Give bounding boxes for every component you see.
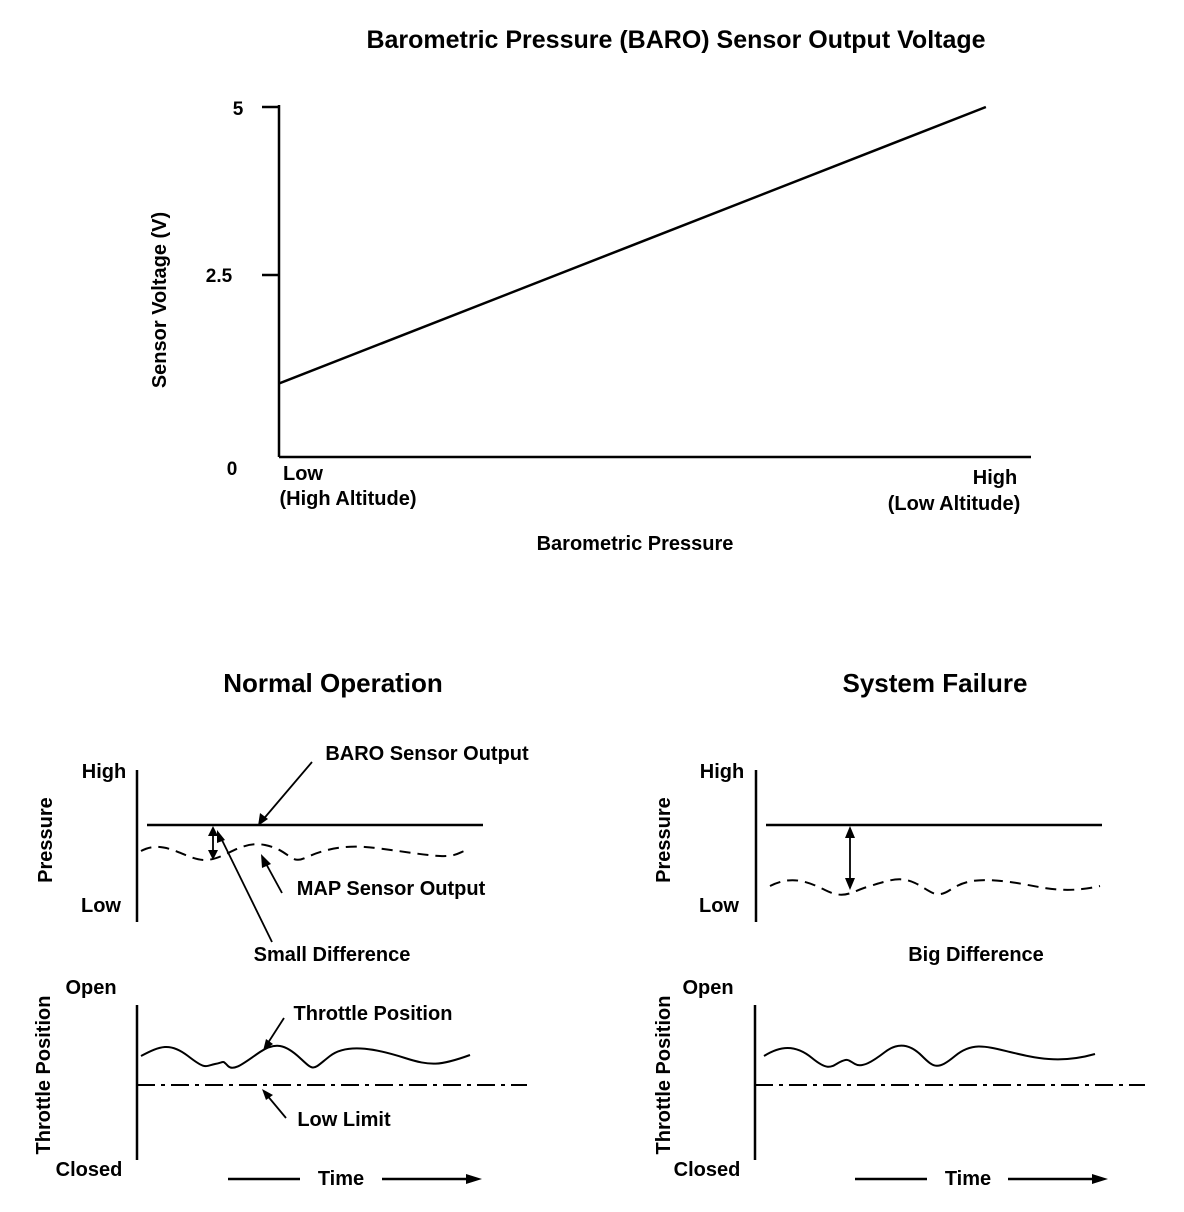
y-tick-label-0: 0 [227,459,238,480]
failure-title: System Failure [843,668,1028,698]
failure-throttle-line [763,1044,1096,1068]
normal-baro-pointer [260,761,313,823]
failure-throttle-open: Open [682,977,733,999]
y-tick-label-5: 5 [233,99,244,120]
normal-pressure-high: High [82,761,126,783]
x-axis-label: Barometric Pressure [537,533,734,555]
failure-throttle-closed: Closed [674,1159,741,1181]
y-axis-label: Sensor Voltage (V) [149,212,171,388]
failure-map-line [769,878,1101,896]
normal-map-pointer-head [261,854,271,868]
chart-title: Barometric Pressure (BARO) Sensor Output… [366,26,985,54]
normal-baro-label: BARO Sensor Output [325,743,529,765]
x-tick-label-low-line2: (High Altitude) [279,488,416,510]
normal-map-line [140,843,471,862]
failure-throttle-axis-label: Throttle Position [653,996,675,1155]
normal-pressure-axis-label: Pressure [35,797,57,883]
normal-time-label: Time [318,1168,364,1190]
normal-title: Normal Operation [223,668,443,698]
failure-difference-arrowhead-top [845,826,855,838]
normal-throttle-closed: Closed [56,1159,123,1181]
normal-throttle-pointer-head [263,1039,273,1051]
normal-throttle-line [140,1044,471,1069]
series-line [278,105,987,385]
normal-time-arrowhead [466,1174,482,1184]
y-tick-label-2.5: 2.5 [206,266,233,287]
normal-throttle-open: Open [65,977,116,999]
normal-low-limit-pointer-head [262,1089,273,1100]
failure-pressure-low: Low [699,895,739,917]
normal-low-limit-pointer [265,1093,287,1119]
normal-pressure-low: Low [81,895,121,917]
x-tick-label-high-line2: (Low Altitude) [888,493,1021,515]
failure-pressure-high: High [700,761,744,783]
normal-difference-label: Small Difference [254,944,411,966]
failure-pressure-axis-label: Pressure [653,797,675,883]
failure-time-arrowhead [1092,1174,1108,1184]
normal-throttle-label: Throttle Position [294,1003,453,1025]
failure-difference-arrowhead-bottom [845,878,855,890]
x-tick-label-high-line1: High [973,467,1017,489]
normal-map-label: MAP Sensor Output [297,878,486,900]
normal-difference-pointer [219,835,273,943]
normal-difference-pointer-head [217,830,225,843]
failure-difference-label: Big Difference [908,944,1044,966]
x-tick-label-low-line1: Low [283,463,323,485]
normal-baro-pointer-head [258,813,268,826]
normal-difference-arrowhead-top [208,826,218,836]
normal-difference-arrowhead-bottom [208,850,218,860]
failure-time-label: Time [945,1168,991,1190]
normal-low-limit-label: Low Limit [297,1109,391,1131]
normal-throttle-axis-label: Throttle Position [33,996,55,1155]
